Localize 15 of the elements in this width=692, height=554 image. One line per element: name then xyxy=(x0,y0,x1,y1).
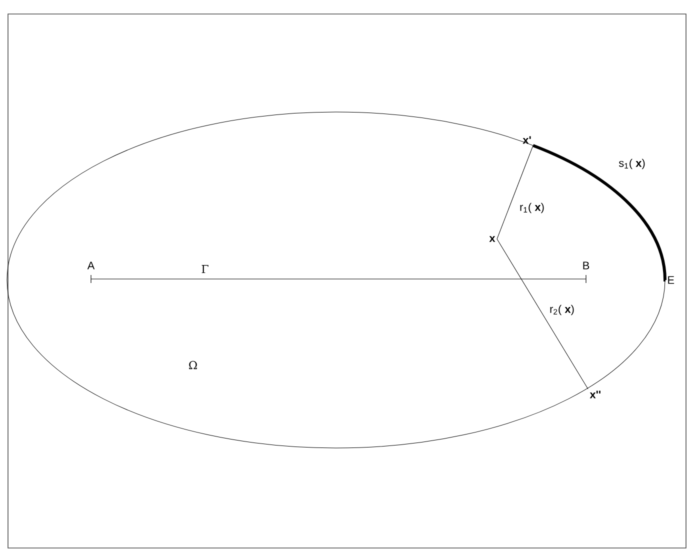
line xyxy=(532,144,667,282)
edge-label: Γ xyxy=(202,265,208,273)
point-label: x'' xyxy=(590,390,600,398)
line xyxy=(496,145,534,240)
point-label: A xyxy=(87,262,95,270)
line xyxy=(90,278,586,280)
line xyxy=(496,238,588,390)
point-label: B xyxy=(583,262,590,270)
edge-label: s$_{1}$( x) xyxy=(618,158,645,170)
region-label: Ω xyxy=(189,360,197,370)
point-label: E xyxy=(668,276,674,284)
edge-label: r$_{2}$( x) xyxy=(550,304,574,316)
point-label: x' xyxy=(522,136,531,144)
point-label: x xyxy=(489,236,496,242)
edge-label: r$_{1}$( x) xyxy=(520,202,544,214)
